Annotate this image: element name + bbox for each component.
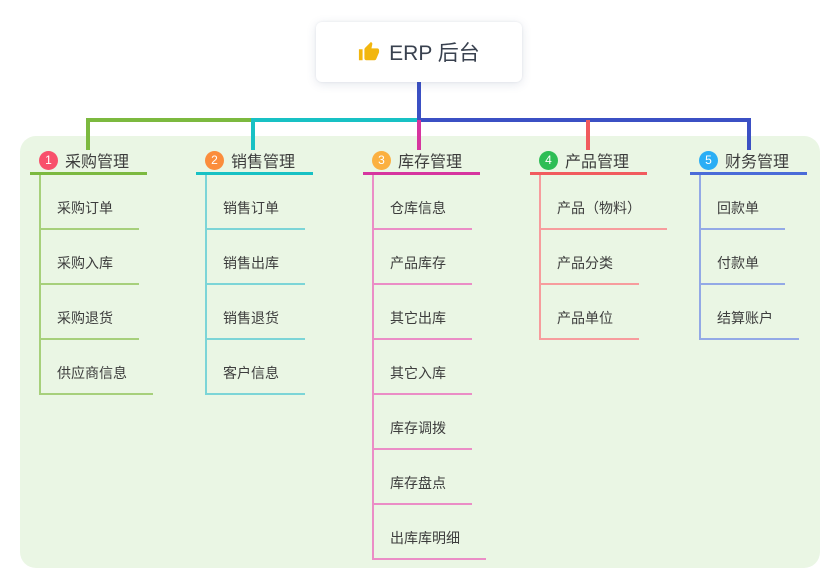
branch-label: 采购管理 <box>65 154 130 171</box>
branch-title-product[interactable]: 4 产品管理 <box>530 148 647 175</box>
child-node[interactable]: 付款单 <box>701 230 785 285</box>
root-node[interactable]: ERP 后台 <box>316 22 522 82</box>
connector-drop-sales <box>251 120 255 150</box>
branch-title-purchase[interactable]: 1 采购管理 <box>30 148 147 175</box>
child-node[interactable]: 出库库明细 <box>374 505 486 560</box>
child-node[interactable]: 其它入库 <box>374 340 472 395</box>
connector-drop-purchase <box>86 120 90 150</box>
connector-bus-mid <box>251 118 419 122</box>
branch-label: 销售管理 <box>231 154 296 171</box>
connector-drop-inventory <box>417 120 421 150</box>
child-node[interactable]: 客户信息 <box>207 340 305 395</box>
connector-bus-right <box>417 118 751 122</box>
branches-panel <box>20 136 820 568</box>
child-node[interactable]: 销售退货 <box>207 285 305 340</box>
branch-children: 仓库信息 产品库存 其它出库 其它入库 库存调拨 库存盘点 出库库明细 <box>372 175 486 560</box>
child-node[interactable]: 产品（物料） <box>541 175 667 230</box>
branch-number-badge: 1 <box>39 150 58 170</box>
child-node[interactable]: 结算账户 <box>701 285 799 340</box>
branch-number-badge: 4 <box>539 150 558 170</box>
branch-children: 采购订单 采购入库 采购退货 供应商信息 <box>39 175 153 395</box>
connector-bus-left <box>86 118 253 122</box>
branch-children: 回款单 付款单 结算账户 <box>699 175 799 340</box>
child-node[interactable]: 仓库信息 <box>374 175 472 230</box>
child-node[interactable]: 库存盘点 <box>374 450 472 505</box>
child-node[interactable]: 销售订单 <box>207 175 305 230</box>
child-node[interactable]: 产品库存 <box>374 230 472 285</box>
branch-sales: 2 销售管理 销售订单 销售出库 销售退货 客户信息 <box>196 148 313 395</box>
thumbs-up-icon <box>358 41 380 63</box>
branch-title-sales[interactable]: 2 销售管理 <box>196 148 313 175</box>
child-node[interactable]: 产品单位 <box>541 285 639 340</box>
branch-number-badge: 2 <box>205 150 224 170</box>
connector-drop-finance <box>747 120 751 150</box>
child-node[interactable]: 回款单 <box>701 175 785 230</box>
child-node[interactable]: 库存调拨 <box>374 395 472 450</box>
branch-label: 产品管理 <box>565 154 630 171</box>
branch-finance: 5 财务管理 回款单 付款单 结算账户 <box>690 148 807 340</box>
child-node[interactable]: 采购入库 <box>41 230 139 285</box>
branch-label: 财务管理 <box>725 154 790 171</box>
child-node[interactable]: 销售出库 <box>207 230 305 285</box>
branch-number-badge: 3 <box>372 150 391 170</box>
connector-drop-product <box>586 120 590 150</box>
branch-number-badge: 5 <box>699 150 718 170</box>
child-node[interactable]: 产品分类 <box>541 230 639 285</box>
child-node[interactable]: 采购退货 <box>41 285 139 340</box>
branch-title-inventory[interactable]: 3 库存管理 <box>363 148 480 175</box>
connector-root-drop <box>417 82 421 122</box>
child-node[interactable]: 供应商信息 <box>41 340 153 395</box>
branch-label: 库存管理 <box>398 154 463 171</box>
child-node[interactable]: 采购订单 <box>41 175 139 230</box>
branch-inventory: 3 库存管理 仓库信息 产品库存 其它出库 其它入库 库存调拨 库存盘点 出库库… <box>363 148 486 560</box>
child-node[interactable]: 其它出库 <box>374 285 472 340</box>
root-label: ERP 后台 <box>389 42 480 65</box>
branch-children: 销售订单 销售出库 销售退货 客户信息 <box>205 175 305 395</box>
branch-children: 产品（物料） 产品分类 产品单位 <box>539 175 667 340</box>
branch-purchase: 1 采购管理 采购订单 采购入库 采购退货 供应商信息 <box>30 148 153 395</box>
branch-title-finance[interactable]: 5 财务管理 <box>690 148 807 175</box>
branch-product: 4 产品管理 产品（物料） 产品分类 产品单位 <box>530 148 667 340</box>
